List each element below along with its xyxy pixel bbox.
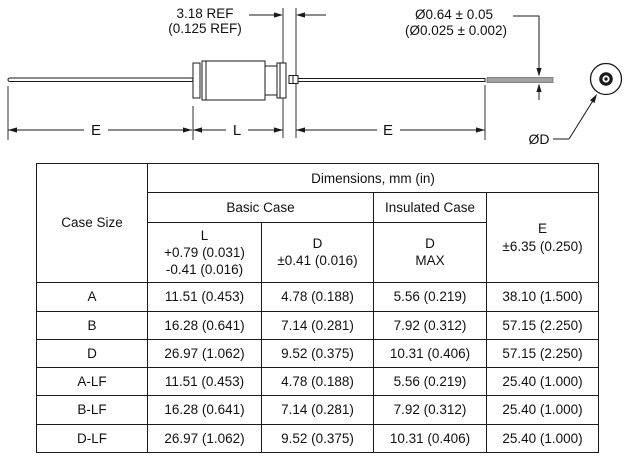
cell-case-size: A — [36, 282, 148, 312]
end-view — [589, 62, 623, 96]
cell-l: 26.97 (1.062) — [147, 338, 262, 369]
left-lead — [7, 77, 194, 82]
table-row: A 11.51 (0.453) 4.78 (0.188) 5.56 (0.219… — [36, 282, 600, 312]
cell-e: 25.40 (1.000) — [485, 367, 600, 397]
cell-case-size: D — [36, 338, 148, 369]
cell-d: 7.14 (0.281) — [261, 395, 374, 425]
l-column-header: L +0.79 (0.031) -0.41 (0.016) — [147, 221, 262, 284]
ref-dimension-label-mm: 3.18 REF — [176, 6, 233, 21]
insulated-case-group-header: Insulated Case — [373, 192, 487, 223]
d-diameter-leader — [553, 94, 597, 140]
basic-case-group-header: Basic Case — [147, 192, 374, 223]
cell-e: 25.40 (1.000) — [485, 395, 600, 425]
l-label: L — [233, 122, 241, 139]
cell-d: 7.14 (0.281) — [261, 310, 374, 340]
cell-l: 11.51 (0.453) — [147, 367, 262, 397]
tinned-lead-segment — [486, 77, 554, 83]
cell-d: 4.78 (0.188) — [261, 282, 374, 312]
e-right-label: E — [383, 122, 393, 139]
ref-dimension-lines — [249, 12, 326, 18]
d-insulated-column-header: D MAX — [373, 221, 487, 284]
component-dimension-diagram: 3.18 REF (0.125 REF) Ø0.64 ± 0.05 (Ø0.02… — [7, 6, 623, 147]
e-right-dimension — [296, 127, 485, 133]
e-left-dimension — [8, 127, 192, 133]
cell-d: 9.52 (0.375) — [261, 338, 374, 369]
cell-l: 11.51 (0.453) — [147, 282, 262, 312]
component-body — [192, 60, 287, 101]
dimensions-table: Case Size Dimensions, mm (in) Basic Case… — [36, 162, 600, 454]
cell-e: 25.40 (1.000) — [485, 423, 600, 454]
d-basic-column-header: D ±0.41 (0.016) — [261, 221, 374, 284]
cell-case-size: A-LF — [36, 367, 148, 397]
cell-d: 4.78 (0.188) — [261, 367, 374, 397]
cell-d-max: 10.31 (0.406) — [373, 423, 487, 454]
table-row: B-LF 16.28 (0.641) 7.14 (0.281) 7.92 (0.… — [36, 395, 600, 425]
cell-d-max: 7.92 (0.312) — [373, 395, 487, 425]
cell-case-size: B-LF — [36, 395, 148, 425]
cell-e: 57.15 (2.250) — [485, 310, 600, 340]
d-diameter-label: ØD — [529, 131, 550, 147]
e-left-label: E — [91, 122, 101, 139]
cell-d: 9.52 (0.375) — [261, 423, 374, 454]
table-row: A-LF 11.51 (0.453) 4.78 (0.188) 5.56 (0.… — [36, 367, 600, 397]
cell-d-max: 10.31 (0.406) — [373, 338, 487, 369]
table-row: D-LF 26.97 (1.062) 9.52 (0.375) 10.31 (0… — [36, 423, 600, 454]
cell-l: 26.97 (1.062) — [147, 423, 262, 454]
l-dimension — [193, 127, 283, 133]
cell-d-max: 7.92 (0.312) — [373, 310, 487, 340]
cell-l: 16.28 (0.641) — [147, 310, 262, 340]
cell-e: 38.10 (1.500) — [485, 282, 600, 312]
table-row: D 26.97 (1.062) 9.52 (0.375) 10.31 (0.40… — [36, 338, 600, 369]
cell-l: 16.28 (0.641) — [147, 395, 262, 425]
case-size-header: Case Size — [36, 162, 148, 284]
e-column-header: E ±6.35 (0.250) — [485, 192, 600, 284]
cell-case-size: D-LF — [36, 423, 148, 454]
cell-e: 57.15 (2.250) — [485, 338, 600, 369]
right-lead — [288, 75, 486, 84]
ref-dimension-label-in: (0.125 REF) — [168, 21, 242, 36]
cell-case-size: B — [36, 310, 148, 340]
lead-diameter-label-in: (Ø0.025 ± 0.002) — [405, 23, 507, 38]
lead-diameter-label-mm: Ø0.64 ± 0.05 — [415, 7, 493, 22]
table-title: Dimensions, mm (in) — [146, 162, 600, 194]
lead-diameter-dimension — [513, 15, 542, 100]
table-row: B 16.28 (0.641) 7.14 (0.281) 7.92 (0.312… — [36, 310, 600, 340]
cell-d-max: 5.56 (0.219) — [373, 282, 487, 312]
cell-d-max: 5.56 (0.219) — [373, 367, 487, 397]
